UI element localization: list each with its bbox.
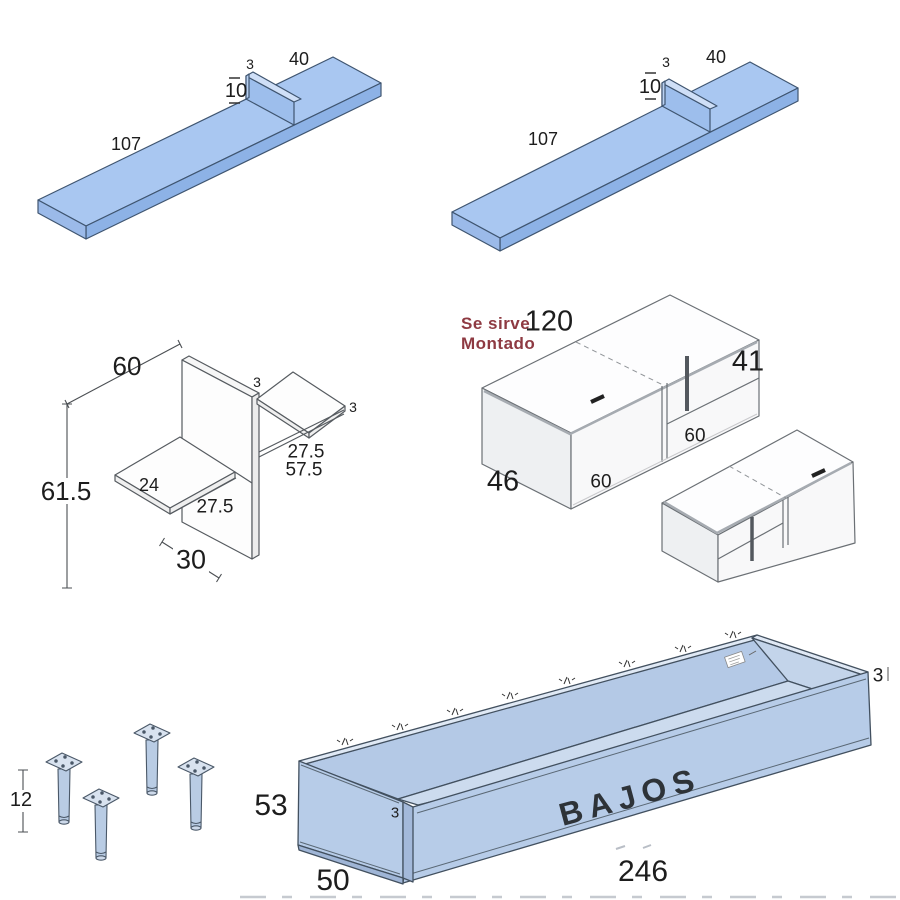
sticker-label (724, 650, 746, 669)
dim-basebox-end-thickness: 3 (872, 665, 884, 687)
dim-basebox-length: 246 (617, 855, 669, 888)
leg-1 (45, 752, 83, 825)
legs-height-dimension (18, 769, 28, 833)
shelf-plank-drawing-2 (451, 61, 799, 252)
leg-2 (82, 788, 120, 861)
dim-bracket-panel-thickness: 3 (253, 374, 261, 390)
dim-shelf1-divider-height: 10 (224, 80, 248, 102)
dim-bracket-shelf-thickness: 3 (349, 399, 357, 415)
dim-bracket-left-shelf-width: 24 (138, 475, 160, 495)
dim-shelf2-divider-thickness: 3 (662, 54, 670, 70)
dim-bracket-right-shelf-depth-a: 27.5 (287, 441, 325, 463)
dim-shelf1-length: 107 (110, 134, 142, 154)
shelf-plank-drawing-1 (37, 56, 382, 240)
leg-3 (133, 723, 171, 796)
screw-marks (336, 630, 742, 746)
dim-cabinet-height: 41 (731, 345, 765, 378)
bracket-panel-drawing (62, 339, 346, 589)
dim-shelf1-top-width: 40 (288, 49, 310, 69)
note-line-2: Montado (461, 334, 536, 354)
dim-shelf1-divider-thickness: 3 (246, 56, 254, 72)
dim-bracket-total-height: 61.5 (37, 478, 95, 504)
dim-bracket-right-shelf-depth-b: 57.5 (285, 459, 323, 481)
dim-basebox-height: 53 (254, 789, 288, 822)
dim-shelf2-top-width: 40 (705, 47, 727, 67)
base-box-drawing (240, 630, 900, 899)
dim-cabinet-length: 120 (524, 305, 574, 338)
leg-4 (177, 757, 215, 831)
dim-cabinet-drawer-width: 60 (684, 425, 706, 447)
dim-basebox-depth: 50 (316, 864, 350, 897)
dim-shelf2-divider-height: 10 (638, 76, 662, 98)
dim-shelf2-length: 107 (527, 129, 559, 149)
dim-bracket-top-depth: 60 (112, 351, 142, 381)
dim-basebox-front-thickness: 3 (390, 804, 400, 822)
dim-legs-height: 12 (6, 790, 36, 810)
cabinet-drawing-small (661, 429, 856, 583)
dim-cabinet-depth: 46 (486, 465, 520, 498)
legs-drawing (18, 723, 215, 861)
note-line-1: Se sirve (461, 314, 531, 333)
dim-cabinet-door-width: 60 (590, 471, 612, 493)
note-se-sirve-montado: Se sirve Montado (461, 314, 535, 355)
cabinet-drawing-large (481, 294, 760, 510)
dim-bracket-base-depth: 30 (172, 546, 210, 574)
dim-bracket-left-shelf-depth: 27.5 (196, 496, 234, 518)
